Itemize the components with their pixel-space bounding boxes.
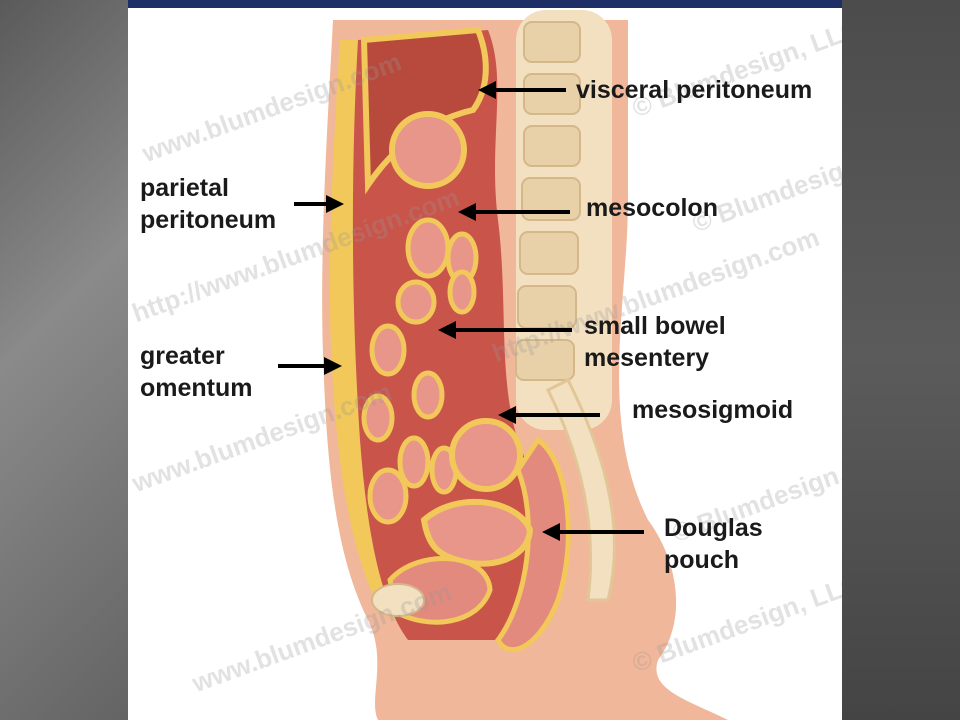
sacrum (545, 377, 616, 602)
arrow-visceral-peritoneum (478, 81, 566, 99)
slide-top-bar (128, 0, 842, 8)
arrow-mesocolon (458, 203, 570, 221)
label-parietal-peritoneum-line2: peritoneum (140, 206, 277, 234)
arrow-small-bowel-mesentery (438, 321, 572, 339)
arrow-parietal-peritoneum (294, 195, 344, 213)
sigmoid-colon (449, 418, 523, 492)
label-douglas-pouch-line1: Douglas (664, 514, 763, 542)
label-parietal-peritoneum-line1: parietal (140, 174, 229, 202)
label-small-bowel-mesentery-line2: mesentery (584, 344, 710, 372)
label-greater-omentum-line2: omentum (140, 374, 253, 402)
label-small-bowel-mesentery-line1: small bowel (584, 312, 726, 340)
label-greater-omentum-line1: greater (140, 342, 225, 370)
label-douglas-pouch-line2: pouch (664, 546, 739, 574)
label-greater-omentum: greater omentum (140, 340, 253, 404)
arrow-greater-omentum (278, 357, 342, 375)
pubic-bone (371, 583, 425, 617)
vertebrae (515, 21, 581, 381)
arrow-douglas-pouch (542, 523, 644, 541)
label-douglas-pouch: Douglas pouch (664, 512, 763, 576)
right-border-strip (842, 0, 960, 720)
label-mesosigmoid: mesosigmoid (632, 396, 794, 424)
slide: www.blumdesign.com © Blumdesign, LLC htt… (128, 0, 842, 720)
uterus (420, 498, 534, 567)
small-bowel-loops (361, 217, 479, 525)
label-mesocolon: mesocolon (586, 194, 718, 222)
arrow-mesosigmoid (498, 406, 600, 424)
abdomen-sagittal-illustration (322, 10, 728, 720)
label-parietal-peritoneum: parietal peritoneum (140, 172, 276, 236)
label-small-bowel-mesentery: small bowel mesentery (584, 310, 726, 374)
label-visceral-peritoneum: visceral peritoneum (576, 76, 813, 104)
transverse-colon (389, 111, 467, 189)
